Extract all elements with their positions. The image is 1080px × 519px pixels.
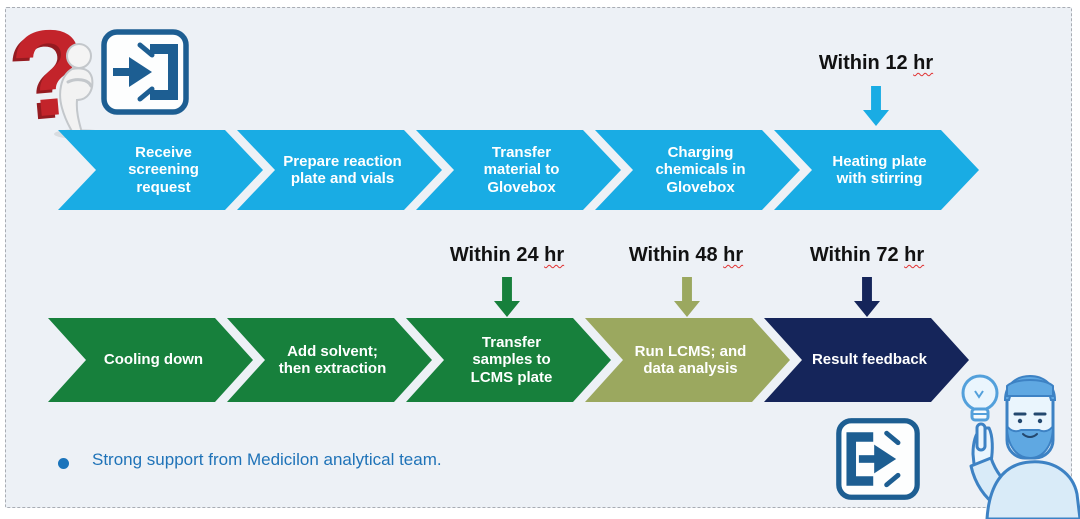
pointing-person-with-lightbulb xyxy=(961,374,1080,519)
label-within-72hr: Within 72 hr xyxy=(767,244,967,267)
label-within-24hr: Within 24 hr xyxy=(407,244,607,267)
timing-unit: hr xyxy=(913,52,934,74)
timing-text: Within 24 xyxy=(449,244,539,266)
step-charging-chemicals: Charging chemicals in Glovebox xyxy=(595,130,800,210)
timing-text: Within 12 xyxy=(818,52,908,74)
support-note: Strong support from Medicilon analytical… xyxy=(92,450,442,469)
timing-unit: hr xyxy=(904,244,925,266)
thinking-figure-icon xyxy=(54,43,106,139)
timing-unit: hr xyxy=(544,244,565,266)
timing-text: Within 48 xyxy=(628,244,718,266)
timing-text: Within 72 xyxy=(809,244,899,266)
label-within-48hr: Within 48 hr xyxy=(586,244,786,267)
step-prepare-reaction-plate: Prepare reaction plate and vials xyxy=(237,130,442,210)
timing-unit: hr xyxy=(723,244,744,266)
lightbulb-icon xyxy=(961,374,999,422)
sign-out-icon xyxy=(836,418,920,500)
label-within-12hr: Within 12 hr xyxy=(776,52,976,75)
bullet-point xyxy=(58,458,69,469)
sign-in-icon xyxy=(101,29,189,115)
